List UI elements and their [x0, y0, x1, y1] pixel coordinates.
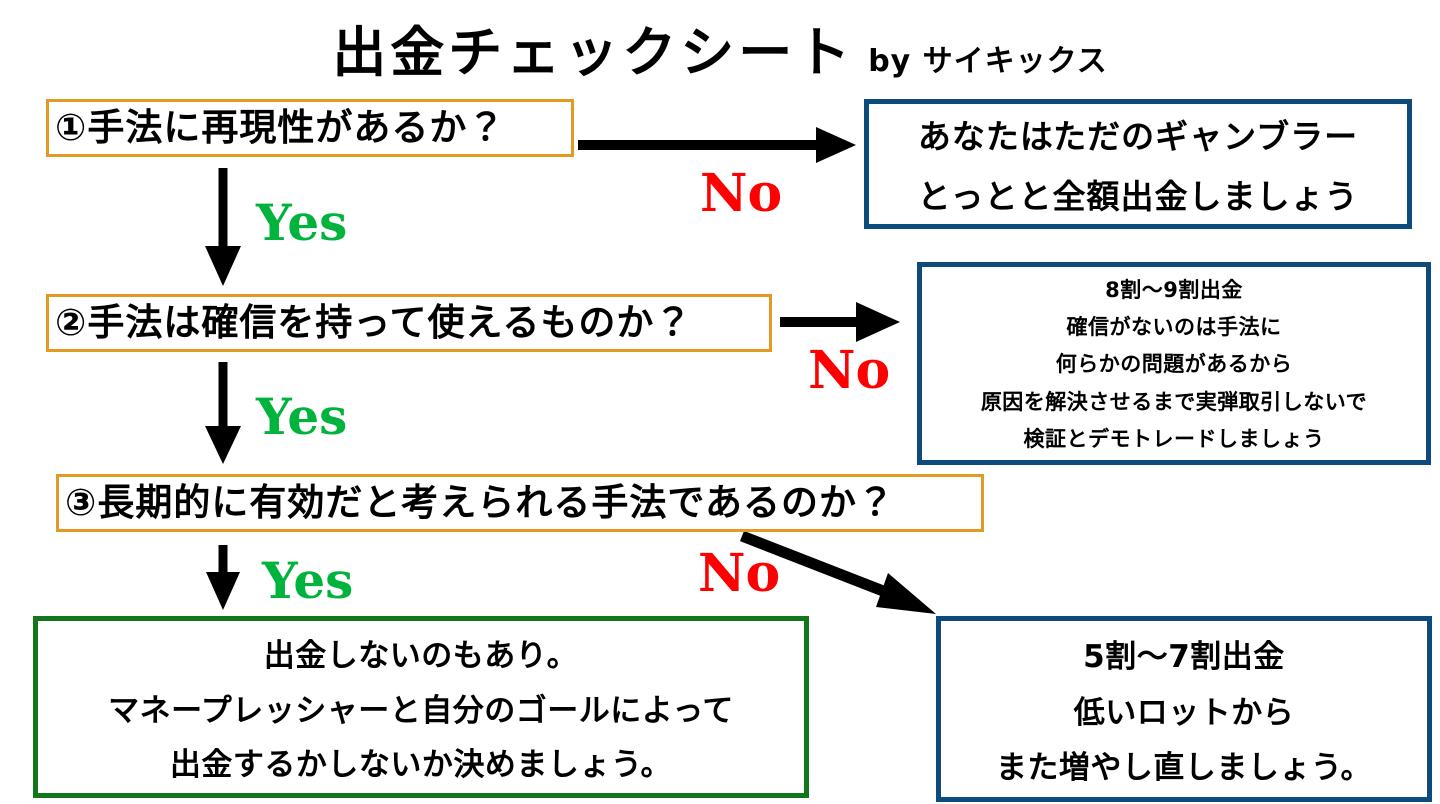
- question-3-text: ③長期的に有効だと考えられる手法であるのか？: [65, 480, 895, 524]
- outcome-nowithdraw-line-1: 出金しないのもあり。: [263, 638, 579, 675]
- outcome-8090-line-2: 確信がないのは手法に: [1066, 315, 1282, 340]
- page-title: 出金チェックシート by サイキックス: [0, 8, 1440, 87]
- outcome-8090-line-4: 原因を解決させるまで実弾取引しないで: [980, 389, 1368, 414]
- arrow-q2-to-withdraw8090-icon: [780, 302, 900, 342]
- edge-label-yes-2: Yes: [256, 387, 348, 446]
- edge-label-no-3: No: [698, 543, 781, 604]
- edge-label-no-1: No: [700, 163, 783, 224]
- question-2-text: ②手法は確信を持って使えるものか？: [55, 300, 693, 344]
- outcome-gambler-line-1: あなたはただのギャンブラー: [917, 117, 1359, 156]
- outcome-8090-line-1: 8割〜9割出金: [1105, 278, 1243, 303]
- question-box-1[interactable]: ①手法に再現性があるか？: [46, 99, 574, 157]
- outcome-5070-line-2: 低いロットから: [1073, 694, 1295, 731]
- question-1-text: ①手法に再現性があるか？: [55, 105, 506, 149]
- outcome-gambler-line-2: とっとと全額出金しましょう: [917, 177, 1359, 216]
- outcome-nowithdraw-line-3: 出金するかしないか決めましょう。: [169, 746, 673, 783]
- question-box-3[interactable]: ③長期的に有効だと考えられる手法であるのか？: [56, 474, 984, 532]
- edge-label-yes-1: Yes: [256, 193, 348, 252]
- outcome-box-withdraw-80-90[interactable]: 8割〜9割出金 確信がないのは手法に 何らかの問題があるから 原因を解決させるま…: [917, 262, 1431, 465]
- edge-label-no-2: No: [808, 340, 891, 401]
- outcome-box-no-withdraw[interactable]: 出金しないのもあり。 マネープレッシャーと自分のゴールによって 出金するかしない…: [33, 616, 809, 798]
- outcome-5070-line-1: 5割〜7割出金: [1083, 639, 1285, 676]
- outcome-box-gambler[interactable]: あなたはただのギャンブラー とっとと全額出金しましょう: [864, 99, 1412, 229]
- outcome-5070-line-3: また増やし直しましょう。: [995, 749, 1373, 786]
- outcome-8090-line-3: 何らかの問題があるから: [1055, 352, 1293, 377]
- outcome-8090-line-5: 検証とデモトレードしましょう: [1023, 426, 1325, 451]
- page-title-byline: by サイキックス: [868, 44, 1108, 79]
- outcome-box-withdraw-50-70[interactable]: 5割〜7割出金 低いロットから また増やし直しましょう。: [936, 616, 1432, 802]
- edge-label-yes-3: Yes: [262, 551, 354, 610]
- arrow-q3-to-nowithdraw-icon: [206, 545, 240, 610]
- arrow-q1-to-q2-icon: [205, 168, 241, 286]
- question-box-2[interactable]: ②手法は確信を持って使えるものか？: [46, 294, 772, 352]
- arrow-q2-to-q3-icon: [205, 362, 241, 464]
- arrow-q1-to-gambler-icon: [578, 127, 856, 163]
- page-title-main: 出金チェックシート: [332, 21, 855, 84]
- outcome-nowithdraw-line-2: マネープレッシャーと自分のゴールによって: [108, 692, 734, 729]
